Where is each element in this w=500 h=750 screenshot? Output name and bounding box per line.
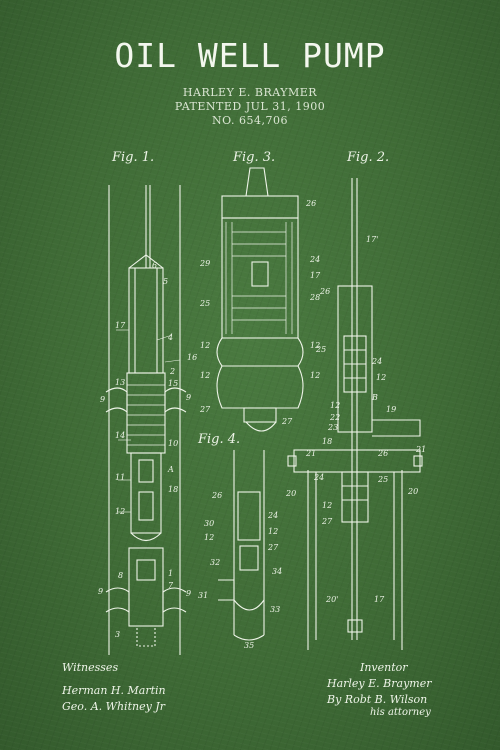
svg-text:27: 27 bbox=[281, 417, 293, 426]
svg-text:12: 12 bbox=[376, 373, 386, 382]
svg-text:16: 16 bbox=[187, 353, 197, 362]
page-title: OIL WELL PUMP bbox=[114, 36, 386, 75]
witness-1-signature: Herman H. Martin bbox=[62, 684, 166, 697]
svg-text:11: 11 bbox=[115, 473, 125, 482]
attorney-signature: By Robt B. Wilson bbox=[327, 693, 428, 706]
svg-text:1: 1 bbox=[168, 569, 173, 578]
svg-text:12: 12 bbox=[204, 533, 214, 542]
svg-text:24: 24 bbox=[267, 511, 278, 520]
svg-text:9: 9 bbox=[100, 395, 105, 404]
svg-text:9: 9 bbox=[186, 589, 191, 598]
svg-text:24: 24 bbox=[371, 357, 382, 366]
svg-text:22: 22 bbox=[329, 413, 340, 422]
svg-text:18: 18 bbox=[322, 437, 332, 446]
svg-text:25: 25 bbox=[377, 475, 388, 484]
svg-text:9: 9 bbox=[98, 587, 103, 596]
fig-3-drawing: 26 29 24 17 28 25 12 12 12 12 27 27 bbox=[199, 167, 321, 432]
svg-text:29: 29 bbox=[199, 259, 210, 268]
svg-text:6: 6 bbox=[152, 261, 157, 270]
attorney-role: his attorney bbox=[370, 707, 431, 718]
svg-text:12: 12 bbox=[200, 371, 210, 380]
svg-text:B: B bbox=[371, 393, 378, 402]
svg-text:20': 20' bbox=[325, 595, 338, 604]
svg-text:24: 24 bbox=[313, 473, 324, 482]
svg-text:26: 26 bbox=[305, 199, 316, 208]
svg-text:12: 12 bbox=[268, 527, 278, 536]
svg-text:9: 9 bbox=[186, 393, 191, 402]
svg-text:23: 23 bbox=[327, 423, 338, 432]
svg-text:17: 17 bbox=[310, 271, 321, 280]
svg-text:28: 28 bbox=[309, 293, 320, 302]
inventor-name: HARLEY E. BRAYMER bbox=[182, 86, 318, 99]
svg-text:26: 26 bbox=[211, 491, 222, 500]
svg-text:21: 21 bbox=[305, 449, 316, 458]
inventor-signature: Harley E. Braymer bbox=[327, 677, 432, 690]
svg-text:12: 12 bbox=[310, 371, 320, 380]
svg-text:32: 32 bbox=[210, 558, 220, 567]
svg-text:35: 35 bbox=[244, 641, 254, 650]
svg-text:7: 7 bbox=[168, 581, 174, 590]
svg-text:30: 30 bbox=[204, 519, 214, 528]
svg-text:20: 20 bbox=[285, 489, 296, 498]
svg-text:21: 21 bbox=[415, 445, 426, 454]
fig-1-drawing: 65 17 4 16 2 15 13 9 9 14 10 A 11 18 12 8 1 7 9 9… bbox=[98, 185, 197, 655]
svg-text:18: 18 bbox=[168, 485, 178, 494]
svg-text:12: 12 bbox=[115, 507, 125, 516]
svg-text:5: 5 bbox=[163, 277, 168, 286]
witnesses-label: Witnesses bbox=[62, 661, 119, 674]
svg-text:15: 15 bbox=[168, 379, 178, 388]
svg-text:2: 2 bbox=[169, 367, 175, 376]
svg-text:12: 12 bbox=[330, 401, 340, 410]
svg-text:27: 27 bbox=[267, 543, 279, 552]
patent-number: NO. 654,706 bbox=[212, 114, 288, 127]
svg-text:3: 3 bbox=[115, 630, 120, 639]
svg-text:26: 26 bbox=[319, 287, 330, 296]
svg-text:17: 17 bbox=[115, 321, 126, 330]
svg-text:20: 20 bbox=[407, 487, 418, 496]
svg-text:10: 10 bbox=[168, 439, 178, 448]
svg-text:17': 17' bbox=[366, 235, 378, 244]
witness-2-signature: Geo. A. Whitney Jr bbox=[62, 700, 165, 713]
svg-text:25: 25 bbox=[315, 345, 326, 354]
svg-text:19: 19 bbox=[386, 405, 396, 414]
svg-text:12: 12 bbox=[310, 341, 320, 350]
patent-date: PATENTED JUL 31, 1900 bbox=[174, 100, 326, 113]
fig-3-label: Fig. 3. bbox=[233, 150, 276, 165]
svg-text:34: 34 bbox=[272, 567, 282, 576]
fig-4-drawing: 26 24 30 12 12 27 32 34 31 33 35 bbox=[198, 450, 282, 650]
svg-text:14: 14 bbox=[115, 431, 125, 440]
svg-text:A: A bbox=[167, 465, 174, 474]
svg-text:33: 33 bbox=[270, 605, 280, 614]
fig-4-label: Fig. 4. bbox=[198, 432, 241, 447]
svg-text:4: 4 bbox=[167, 333, 173, 342]
svg-text:27: 27 bbox=[321, 517, 333, 526]
svg-text:13: 13 bbox=[115, 378, 125, 387]
fig-1-label: Fig. 1. bbox=[112, 150, 155, 165]
svg-text:17: 17 bbox=[374, 595, 385, 604]
svg-text:24: 24 bbox=[309, 255, 320, 264]
svg-text:8: 8 bbox=[118, 571, 123, 580]
svg-text:12: 12 bbox=[322, 501, 332, 510]
fig-2-label: Fig. 2. bbox=[347, 150, 390, 165]
svg-text:25: 25 bbox=[199, 299, 210, 308]
svg-text:31: 31 bbox=[198, 591, 208, 600]
svg-text:27: 27 bbox=[199, 405, 211, 414]
inventor-label: Inventor bbox=[360, 661, 408, 674]
svg-text:12: 12 bbox=[200, 341, 210, 350]
svg-text:26: 26 bbox=[377, 449, 388, 458]
